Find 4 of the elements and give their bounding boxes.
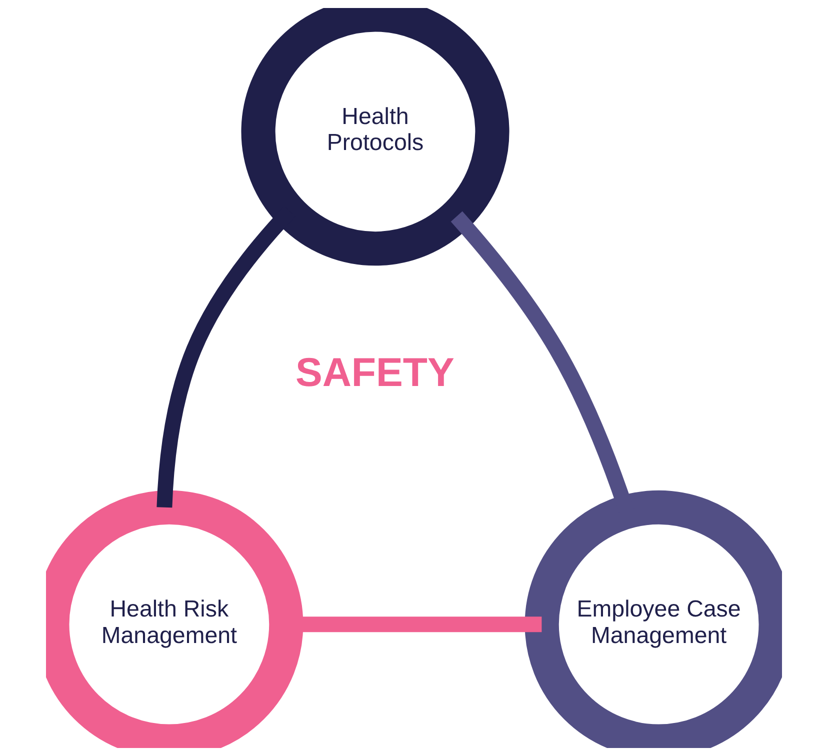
node-circle: Employee Case Management (524, 490, 782, 748)
node-circle: Health Protocols (241, 8, 510, 266)
label: SAFETY (295, 350, 454, 396)
node-circle: Health Risk Management (46, 490, 304, 748)
